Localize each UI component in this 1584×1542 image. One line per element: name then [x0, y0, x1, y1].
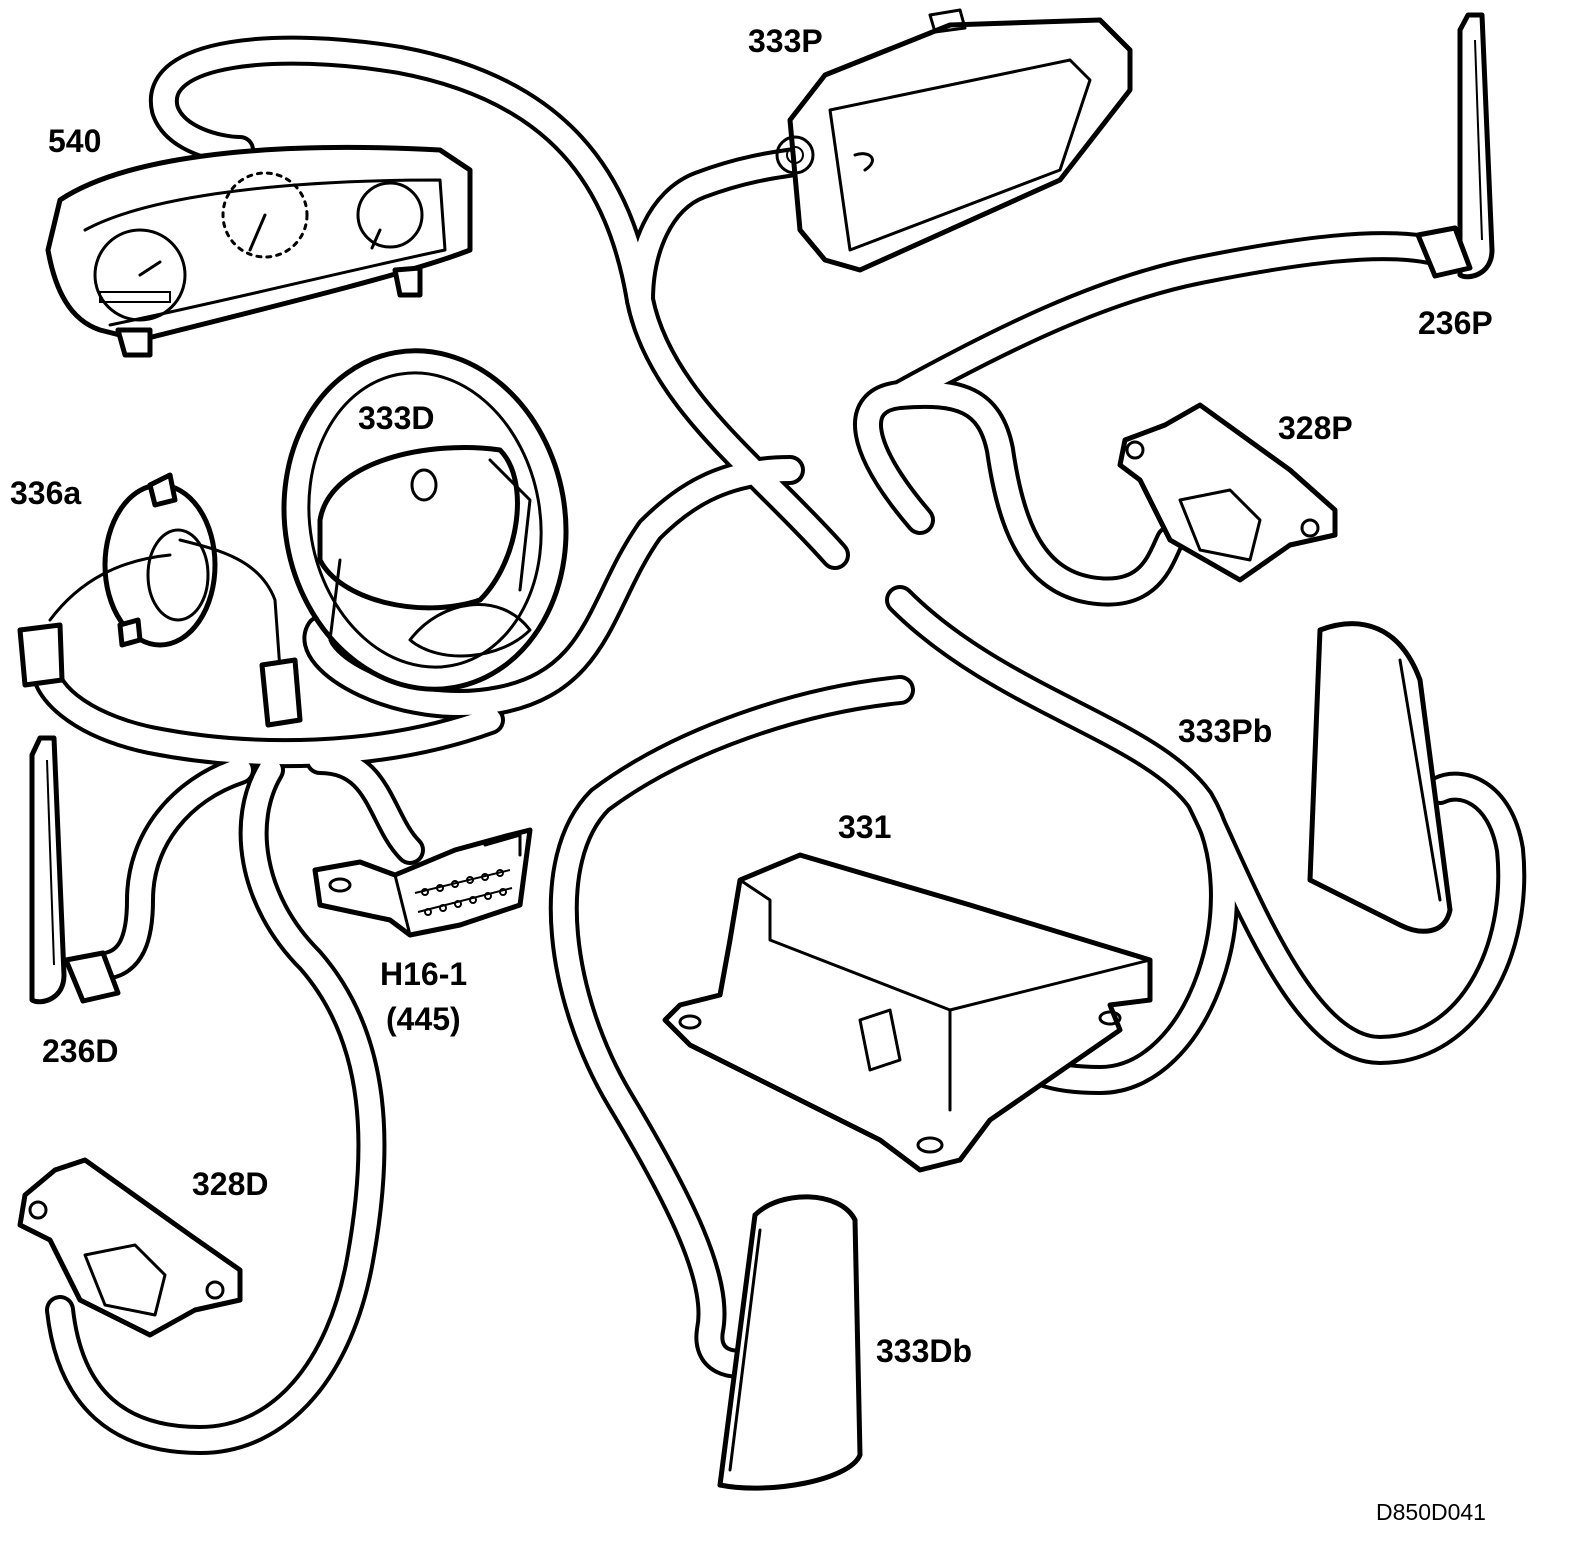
- label-331: 331: [838, 809, 891, 845]
- control-module-331: [662, 852, 1153, 1173]
- label-H16-1: H16-1: [380, 956, 467, 992]
- label-328P: 328P: [1278, 410, 1353, 446]
- driver-antenna-236D: [29, 735, 121, 1005]
- wiring-harness: [29, 35, 1527, 1455]
- label-333D: 333D: [358, 400, 435, 436]
- label-333Db: 333Db: [876, 1333, 972, 1369]
- figure-code: D850D041: [1376, 1499, 1486, 1525]
- label-236D: 236D: [42, 1033, 119, 1069]
- instrument-cluster-540: [45, 144, 473, 358]
- diagnostic-connector-H16-1: [312, 827, 533, 938]
- label-540: 540: [48, 123, 101, 159]
- passenger-antenna-236P: [1415, 12, 1495, 280]
- label-333Pb: 333Pb: [1178, 713, 1272, 749]
- passenger-sensor-328P: [1117, 402, 1338, 583]
- label-236P: 236P: [1418, 305, 1493, 341]
- label-333P: 333P: [748, 23, 823, 59]
- driver-airbag-333D: [281, 348, 569, 692]
- driver-sensor-328D: [17, 1157, 243, 1338]
- passenger-airbag-333P: [775, 8, 1133, 273]
- passenger-side-airbag-333Pb: [1307, 621, 1453, 934]
- labels: 540 333P 333D 336a 236P 236D 328P 328D 3…: [10, 23, 1493, 1525]
- connector-pins: [414, 869, 513, 916]
- label-336a: 336a: [10, 475, 81, 511]
- label-328D: 328D: [192, 1166, 269, 1202]
- clockspring-336a: [17, 472, 303, 728]
- label-445: (445): [386, 1001, 461, 1037]
- driver-side-airbag-333Db: [717, 1194, 863, 1491]
